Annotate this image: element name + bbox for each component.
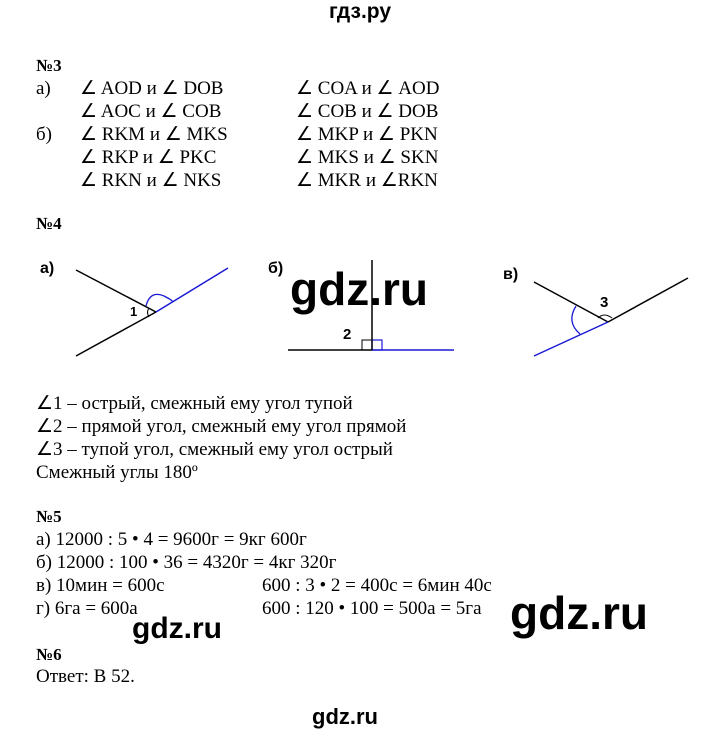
figure-c-diagram <box>533 277 689 357</box>
task3-right: ∠ MKS и ∠ SKN <box>296 147 439 168</box>
task3-mark: а) <box>36 78 51 99</box>
figure-b-diagram <box>288 260 454 351</box>
task3-right: ∠ MKP и ∠ PKN <box>296 124 438 145</box>
task3-right: ∠ COA и ∠ AOD <box>296 78 440 99</box>
watermark: gdz.ru <box>290 263 428 315</box>
task5-row: г) 6га = 600а <box>36 598 138 619</box>
figure-b-right-angle-mark <box>371 339 383 351</box>
task5-row: б) 12000 : 100 • 36 = 4320г = 4кг 320г <box>36 552 337 573</box>
figure-c-ray-left <box>533 281 609 323</box>
task5-row: в) 10мин = 600с <box>36 575 165 596</box>
watermark: gdz.ru <box>312 704 378 729</box>
watermark: gdz.ru <box>510 587 648 639</box>
figure-a-ray-blue <box>155 267 229 313</box>
figure-c-ray-right <box>607 277 689 323</box>
figure-b-right-angle-mark-left <box>361 339 373 351</box>
task5-row-right: 600 : 3 • 2 = 400с = 6мин 40с <box>262 575 492 596</box>
watermark: gdz.ru <box>132 612 222 645</box>
task4-line: ∠2 – прямой угол, смежный ему угол прямо… <box>36 416 407 437</box>
task3-right: ∠ COB и ∠ DOB <box>296 101 439 122</box>
task5-heading: №5 <box>36 507 62 526</box>
task6-heading: №6 <box>36 645 62 664</box>
figure-a-label: а) <box>40 260 55 277</box>
figure-c-angle: 3 <box>600 294 609 311</box>
task4-line: ∠3 – тупой угол, смежный ему угол острый <box>36 439 393 460</box>
figure-b-label: б) <box>268 260 284 277</box>
figure-a-ray-lower <box>75 311 157 357</box>
figure-c-label: в) <box>503 266 519 283</box>
figure-c-acute-arc <box>571 305 581 335</box>
task3-left: ∠ RKM и ∠ MKS <box>80 124 228 145</box>
task3-heading: №3 <box>36 56 62 75</box>
figure-b-angle: 2 <box>343 326 352 343</box>
task3-right: ∠ MKR и ∠RKN <box>296 170 438 191</box>
task6-answer: Ответ: В 52. <box>36 666 135 687</box>
task4-heading: №4 <box>36 214 62 233</box>
task5-row: а) 12000 : 5 • 4 = 9600г = 9кг 600г <box>36 529 307 550</box>
site-title: гдз.ру <box>328 0 392 23</box>
task3-left: ∠ RKP и ∠ PKC <box>80 147 217 168</box>
task3-left: ∠ AOC и ∠ COB <box>80 101 222 122</box>
figure-a-angle: 1 <box>130 304 138 319</box>
task3-left: ∠ RKN и ∠ NKS <box>80 170 222 191</box>
figure-c-ray-blue <box>533 321 609 357</box>
task3-mark: б) <box>36 124 52 145</box>
task5-row-right: 600 : 120 • 100 = 500а = 5га <box>262 598 482 619</box>
figure-c-obtuse-arc <box>597 314 613 319</box>
figure-a-obtuse-arc <box>145 293 174 307</box>
figure-a-acute-arc <box>147 307 150 318</box>
figure-a-ray-upper <box>75 269 157 313</box>
figure-a-diagram <box>75 267 229 357</box>
task4-line: Смежный углы 180º <box>36 462 198 483</box>
task4-line: ∠1 – острый, смежный ему угол тупой <box>36 393 353 414</box>
task3-left: ∠ AOD и ∠ DOB <box>80 78 224 99</box>
